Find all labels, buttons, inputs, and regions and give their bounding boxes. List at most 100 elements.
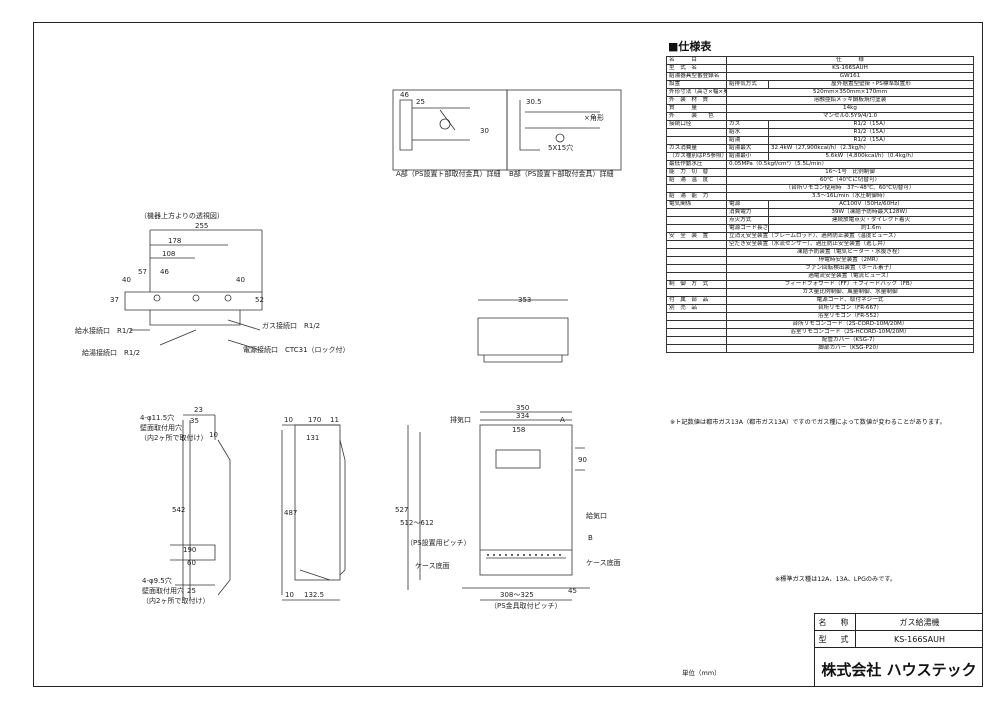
hole-bot3: （内2ヶ所で取付け）	[142, 596, 209, 605]
spec-row-sublabel: 給水	[726, 128, 769, 137]
spec-row-label: 能 力 切 替	[666, 168, 727, 177]
spec-row-value: 5.6kW（4,800kcal/h）（0.4kg/h）	[767, 152, 975, 161]
name-value: ガス給湯機	[899, 617, 940, 627]
spec-row-sublabel: 給排気方式	[726, 80, 769, 89]
spec-row-value: R1/2（15A）	[767, 128, 975, 137]
dim-52: 52	[255, 296, 264, 304]
spec-row-value: 浴室リモコン（FR-552）	[725, 312, 975, 321]
dim-40a: 40	[122, 276, 131, 284]
spec-title: ■仕様表	[668, 40, 712, 53]
dim-37: 37	[110, 296, 119, 304]
spec-row: 台所リモコンコード（2S-CORD-10M/20M）	[666, 320, 975, 329]
top-view-lower	[149, 310, 241, 326]
spec-row-sublabel: 給湯最大	[726, 144, 769, 153]
spec-row-sublabel: 給湯最小	[726, 152, 769, 161]
spec-row-value: 屋外据置型壁掛・PS標準設置形	[767, 80, 975, 89]
spec-row: 安 全 装 置立消え安全装置（フレームロッド）、過熱防止装置（温度ヒューズ）	[666, 232, 975, 241]
spec-row-value: 39W（凍結予防時最大128W）	[767, 208, 975, 217]
spec-row-label: 接続口径	[666, 120, 727, 129]
spec-row-sublabel: 給湯	[726, 136, 769, 145]
spec-row-value: 過電流安全装置（電流ヒューズ）	[725, 272, 975, 281]
spec-row-value: 60℃（40℃に切替可）	[725, 176, 975, 185]
title-block-model-row: 型 式 KS-166SAUH	[815, 631, 983, 648]
spec-row: 浴室リモコン（FR-552）	[666, 312, 975, 321]
label-hot-out: 給湯接続口 R1/2	[82, 348, 140, 357]
spec-row-label: ガス消費量	[666, 144, 727, 153]
hole-top3: （内2ヶ所で取付け）	[140, 433, 207, 442]
spec-row-label: 給湯器具型番登録名	[666, 72, 727, 81]
side-dim-487: 487	[284, 509, 297, 517]
label-b: B	[588, 534, 593, 542]
front-view-dim-left	[407, 425, 421, 590]
side-dim-11: 11	[330, 416, 339, 424]
detail-b-note: ×角形	[584, 113, 604, 122]
hole-bot2: 壁面取付用穴	[142, 586, 184, 595]
back-dim-35: 35	[190, 417, 199, 425]
side-view-dims	[282, 424, 340, 601]
case-bottom: ケース底面	[415, 561, 450, 570]
spec-row-value: 32.4kW（27,900kcal/h）（2.3kg/h）	[767, 144, 975, 153]
spec-row: ガス量比例制御、風量制御、水量制御	[666, 288, 975, 297]
spec-row: 外形寸法（高さ×幅×奥行）520mm×350mm×170mm	[666, 88, 975, 97]
back-view-body	[182, 420, 191, 600]
spec-note: ※ト記数値は都市ガス13A（都市ガス13A）ですのでガス種によって数値が変わるこ…	[670, 419, 946, 426]
spec-row-value: 約1.6m	[767, 224, 975, 233]
spec-row-label: 安 全 装 置	[666, 232, 727, 241]
spec-row-label	[666, 264, 727, 273]
side-dim-10a: 10	[284, 416, 293, 424]
detail-b-caption: B部（PS設置ト部取付金具）詳細	[509, 169, 613, 178]
dim-178: 178	[168, 237, 181, 245]
exhaust-outlet	[495, 449, 541, 469]
label-gas: ガス接続口 R1/2	[262, 321, 320, 330]
back-dim-23: 23	[194, 406, 203, 414]
spec-row-value: R1/2（15A）	[767, 120, 975, 129]
spec-row-value: AC100V（50Hz/60Hz）	[767, 200, 975, 209]
top-view-label: （機器上方よりの透視図）	[140, 211, 224, 220]
intake-label: 給気口	[586, 511, 607, 520]
back-dim-190: 190	[183, 546, 196, 554]
case-bottom2: ケース底面	[586, 558, 621, 567]
spec-row-label	[666, 328, 727, 337]
detail-a-dim-30: 30	[480, 127, 489, 135]
spec-row-label: 給 湯 温 度	[666, 176, 727, 185]
spec-row: 外 装 色マンセル0.5Y9/4/1.0	[666, 112, 975, 121]
spec-row: 浴室リモコンコード（2S-HCORD-10M/20M）	[666, 328, 975, 337]
detail-a-box	[392, 89, 508, 171]
dim-353: 353	[518, 296, 531, 304]
spec-row-label	[666, 224, 727, 233]
spec-row-label	[666, 128, 727, 137]
top-view-leader-lines	[130, 319, 261, 351]
spec-row: （台所リモコン使用時 37～48℃、60℃切替可）	[666, 184, 975, 193]
spec-row: 点火方式連続放電点火・ダイレクト着火	[666, 216, 975, 225]
spec-row-label	[666, 256, 727, 265]
spec-row-label: 給 湯 能 力	[666, 192, 727, 201]
front-view-dim-bottom	[462, 587, 590, 601]
spec-row-value: 停電時安全装置（2MR）	[725, 256, 975, 265]
spec-row-value: （台所リモコン使用時 37～48℃、60℃切替可）	[725, 184, 975, 193]
hole-top: 4-φ11.5穴	[140, 413, 174, 422]
back-view-edge	[217, 439, 231, 596]
unit-label: 単位（mm）	[682, 669, 721, 677]
spec-row-label	[666, 336, 727, 345]
spec-row-label	[666, 272, 727, 281]
spec-row-label	[666, 240, 727, 249]
side-dim-170: 170	[308, 416, 321, 424]
side-dim-132: 132.5	[304, 591, 324, 599]
hole-bot: 4-φ9.5穴	[142, 576, 172, 585]
side-view-lines	[281, 430, 346, 595]
gas-note: ※標準ガス種は12A、13A、LPGのみです。	[775, 576, 897, 583]
front-dim-350: 350	[516, 404, 529, 412]
spec-row: 外 装 材 質溶融亜鉛メッキ鋼板焼付塗装	[666, 96, 975, 105]
dim-108: 108	[162, 250, 175, 258]
spec-row: 凍結予防装置（電気ヒーター・水抜き栓）	[666, 248, 975, 257]
spec-row-sublabel: 電源	[726, 200, 769, 209]
spec-row: 空だき安全装置（水流センサー）、過圧防止安全装置（逃し弁）	[666, 240, 975, 249]
